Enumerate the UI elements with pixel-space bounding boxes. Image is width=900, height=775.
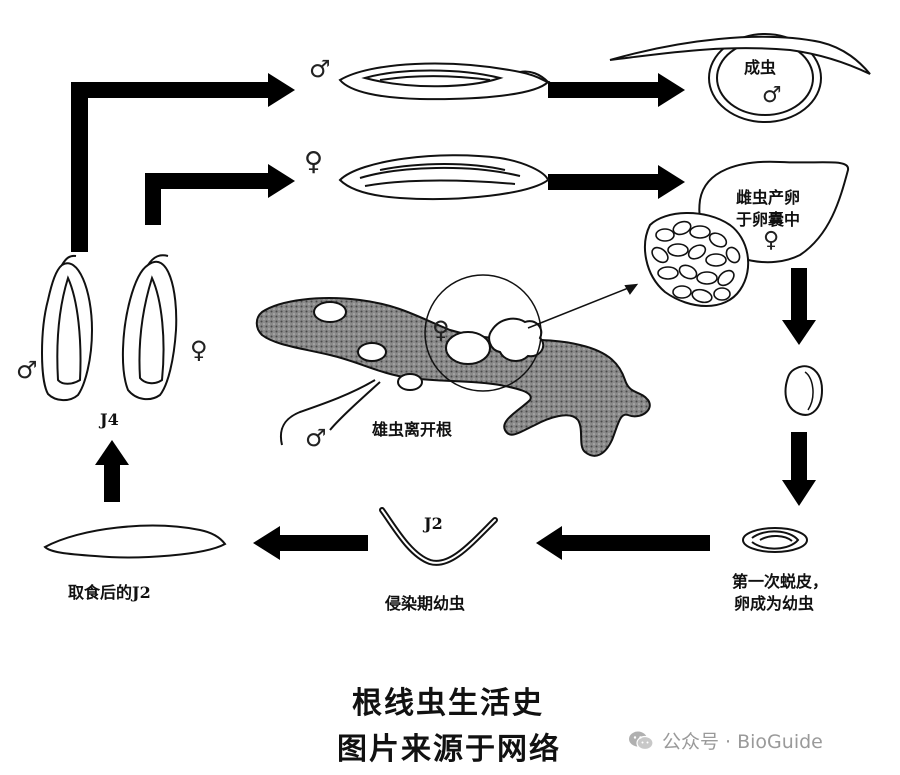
j4-female-drawing [121, 254, 178, 401]
infective-juvenile-label: 侵染期幼虫 [385, 594, 466, 613]
female-eggs-label-line2: 于卵囊中 [736, 210, 801, 229]
adult-male-symbol: ♂ [762, 83, 782, 108]
arrow-molt-to-j2 [536, 526, 710, 560]
female-eggs-label-line1: 雌虫产卵 [736, 188, 801, 207]
j4-male-symbol: ♂ [16, 356, 38, 384]
arrow-male-to-adult [548, 73, 685, 107]
arrow-egg-sac-down [782, 268, 816, 345]
female-symbol: ♀ [304, 147, 323, 177]
arrow-female-to-egg-sac [548, 165, 685, 199]
egg-drawing [784, 365, 824, 416]
root-male-symbol: ♂ [305, 424, 327, 452]
caption-title: 根线虫生活史 [352, 686, 544, 721]
arrow-egg-down [782, 432, 816, 506]
adult-male-label: 成虫 [744, 58, 777, 77]
fed-j2-label: 取食后的J2 [68, 583, 151, 602]
adult-male-drawing [609, 33, 871, 123]
fed-j2-drawing [43, 524, 227, 559]
arrow-j4-male-to-male [71, 73, 295, 252]
j2-worm-drawing [379, 507, 498, 566]
root-gall-drawing [255, 274, 651, 457]
wechat-icon [629, 731, 654, 750]
arrow-fed-j2-up [95, 440, 129, 502]
watermark: 公众号 · BioGuide [628, 727, 823, 754]
arrow-j2-to-fed-j2 [253, 526, 368, 560]
male-symbol: ♂ [309, 55, 331, 83]
j4-label: J4 [100, 410, 119, 429]
first-molt-label-line2: 卵成为幼虫 [734, 594, 815, 613]
first-molt-label-line1: 第一次蜕皮， [732, 572, 829, 591]
female-worm-drawing [338, 154, 550, 201]
egg-cluster [651, 220, 741, 304]
j2-label: J2 [424, 514, 443, 533]
male-leaves-root-label: 雄虫离开根 [372, 420, 453, 439]
arrow-j4-female-to-female [145, 164, 295, 225]
root-female-symbol: ♀ [432, 316, 450, 344]
j4-male-drawing [41, 254, 94, 402]
coiled-juvenile-drawing [742, 527, 808, 553]
watermark-text: 公众号 · BioGuide [662, 731, 823, 753]
caption-source: 图片来源于网络 [337, 732, 561, 767]
j4-female-symbol: ♀ [190, 336, 208, 364]
egg-sac-female-symbol: ♀ [763, 228, 779, 253]
male-worm-drawing [338, 62, 551, 101]
